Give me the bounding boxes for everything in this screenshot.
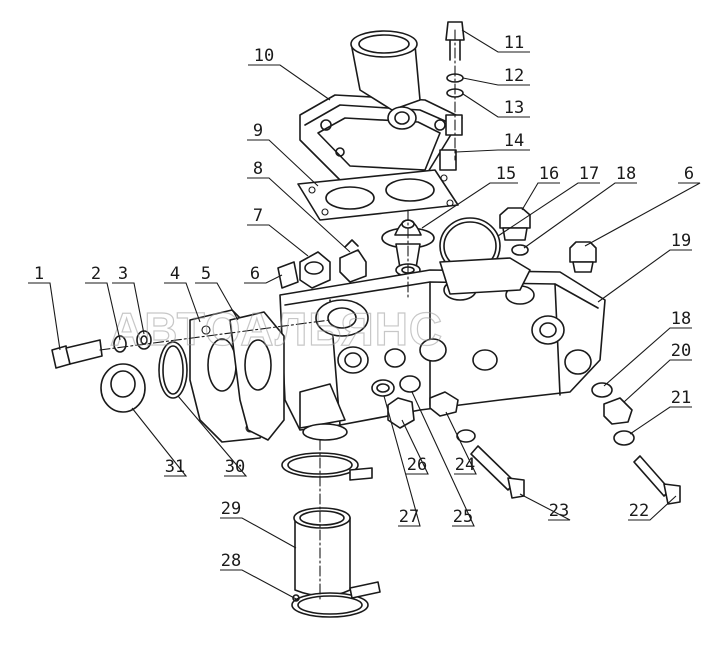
callout-12: 12: [462, 66, 530, 86]
callout-26: 26: [401, 419, 429, 475]
callout-16: 16: [521, 164, 560, 211]
callout-label-15: 15: [496, 164, 516, 184]
callout-6-left: 6: [244, 264, 283, 284]
part-washer-21: [613, 430, 635, 446]
callout-3: 3: [112, 264, 145, 335]
callout-label-13: 13: [504, 98, 524, 118]
callout-4: 4: [164, 264, 201, 323]
part-gasket-5: [229, 311, 285, 441]
part-bolt-23: [456, 429, 525, 499]
part-hose-clamp-28: [291, 581, 381, 618]
part-plug-24: [429, 391, 459, 417]
callout-label-3: 3: [118, 264, 128, 284]
part-ring-30: [158, 341, 188, 399]
callout-label-8: 8: [253, 159, 263, 179]
callout-label-6a: 6: [250, 264, 260, 284]
callout-14: 14: [455, 131, 530, 153]
callout-label-6b: 6: [684, 164, 694, 184]
callout-label-18a: 18: [616, 164, 636, 184]
part-sensor-7: [299, 251, 331, 289]
callout-label-12: 12: [504, 66, 524, 86]
callout-label-19: 19: [671, 231, 691, 251]
part-main-housing: [279, 257, 606, 441]
part-plug-6-left: [277, 261, 299, 289]
callout-label-5: 5: [201, 264, 211, 284]
callout-20: 20: [623, 341, 692, 403]
callout-labels: 1 2 3 4 5 6 6: [28, 29, 701, 601]
callout-17: 17: [497, 164, 600, 237]
callout-label-30: 30: [225, 457, 245, 477]
part-sensor-8: [339, 239, 367, 283]
part-nut-20: [603, 397, 633, 425]
callout-label-25: 25: [453, 507, 473, 527]
callout-label-26: 26: [407, 455, 427, 475]
part-washer-18-lower: [591, 382, 613, 398]
callout-21: 21: [629, 388, 692, 435]
callout-label-24: 24: [455, 455, 475, 475]
callout-2: 2: [85, 264, 121, 341]
callout-label-23: 23: [549, 501, 569, 521]
part-plug-26: [387, 397, 415, 429]
callout-label-9: 9: [253, 121, 263, 141]
part-plug-25: [399, 375, 421, 393]
part-cap-31: [100, 363, 146, 413]
callout-11: 11: [461, 29, 530, 53]
callout-6-right: 6: [584, 164, 701, 247]
callout-24: 24: [445, 411, 477, 475]
axis-lines: [99, 29, 456, 601]
callout-label-18b: 18: [671, 309, 691, 329]
part-hose-clamp-upper: [281, 452, 373, 481]
callout-label-1: 1: [34, 264, 44, 284]
part-plug-6-right: [569, 241, 597, 273]
callout-label-21: 21: [671, 388, 691, 408]
callout-19: 19: [597, 231, 692, 303]
callout-15: 15: [421, 164, 518, 229]
callout-label-14: 14: [504, 131, 524, 151]
callout-18-upper: 18: [523, 164, 637, 249]
callout-27: 27: [383, 395, 421, 527]
callout-23: 23: [519, 493, 571, 521]
callout-label-7: 7: [253, 206, 263, 226]
part-bolt-1: [51, 339, 103, 369]
callout-label-31: 31: [165, 457, 185, 477]
part-hose-29: [293, 507, 351, 597]
callout-10: 10: [248, 46, 331, 101]
callout-28: 28: [220, 551, 299, 601]
part-plug-16: [499, 207, 531, 241]
callout-label-20: 20: [671, 341, 691, 361]
callout-9: 9: [247, 121, 319, 187]
callout-label-11: 11: [504, 33, 524, 53]
callout-30: 30: [177, 395, 248, 477]
watermark: АВТОАЛЬЯНС: [110, 303, 443, 355]
callout-8: 8: [247, 159, 351, 253]
callout-label-17: 17: [579, 164, 599, 184]
callout-label-10: 10: [254, 46, 274, 66]
callout-label-2: 2: [91, 264, 101, 284]
callout-29: 29: [220, 499, 297, 549]
callout-5: 5: [195, 264, 239, 321]
callout-label-22: 22: [629, 501, 649, 521]
callout-label-29: 29: [221, 499, 241, 519]
part-washer-2: [113, 335, 127, 353]
callout-1: 1: [28, 264, 61, 351]
callout-label-27: 27: [399, 507, 419, 527]
callout-label-16: 16: [539, 164, 559, 184]
callout-label-4: 4: [170, 264, 180, 284]
part-cover-gasket: [297, 169, 459, 221]
part-bolt-22: [633, 455, 681, 505]
callout-25: 25: [411, 391, 475, 527]
callout-label-28: 28: [221, 551, 241, 571]
callout-18-lower: 18: [603, 309, 692, 387]
callout-13: 13: [462, 93, 530, 118]
part-thermostat-cover: [299, 30, 463, 186]
callout-7: 7: [247, 206, 309, 257]
callout-31: 31: [131, 407, 188, 477]
callout-22: 22: [628, 495, 677, 521]
part-washer-27: [371, 379, 395, 397]
